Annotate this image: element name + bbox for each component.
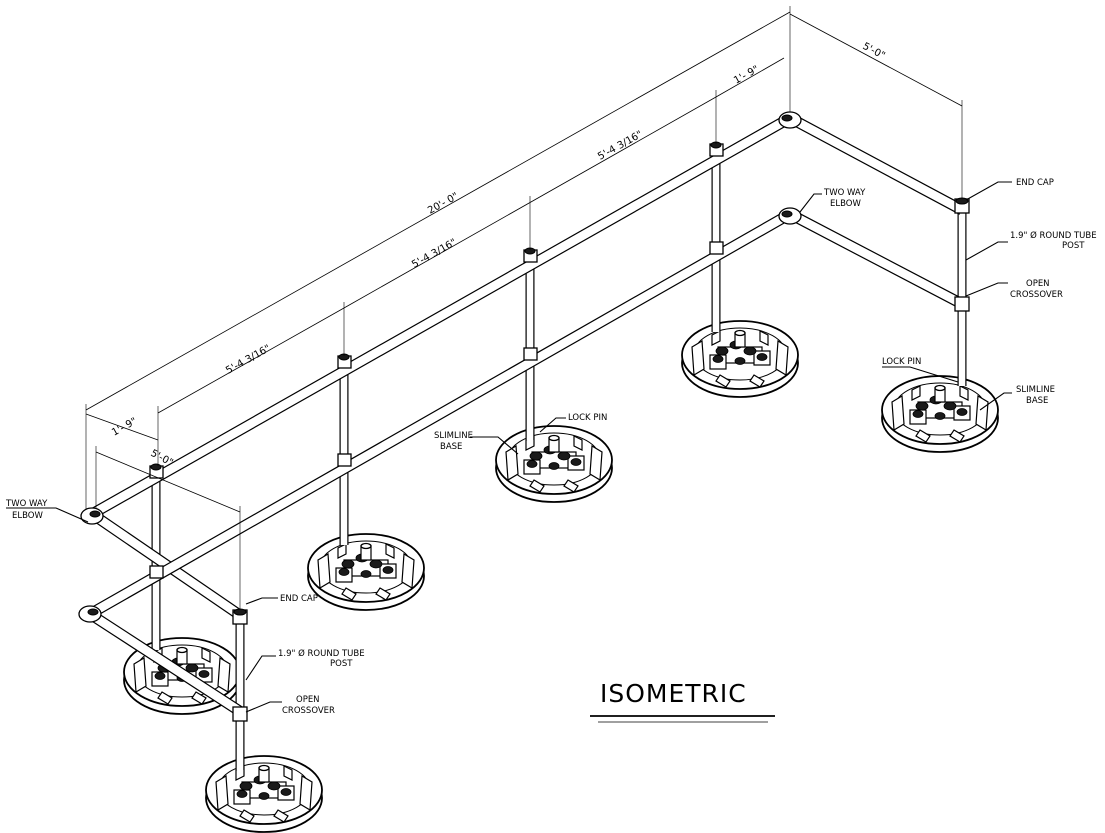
label-two-way-elbow-top-2: ELBOW xyxy=(830,199,861,209)
end-cap-right xyxy=(954,197,970,214)
dim-bay-3: 5'-4 3/16" xyxy=(596,129,644,163)
slimline-base-rail-end-left xyxy=(205,755,323,833)
leader-lines xyxy=(6,181,1012,713)
label-round-tube-post-right-2: POST xyxy=(1062,241,1085,251)
slimline-base-bay-1 xyxy=(307,533,425,611)
label-open-crossover-left-2: CROSSOVER xyxy=(282,706,335,716)
fitting-group xyxy=(78,111,970,722)
dim-bay-2: 5'-4 3/16" xyxy=(410,237,458,271)
dim-end-offset-top: 1'- 9" xyxy=(732,64,761,87)
slimline-base-return-right xyxy=(881,375,999,453)
two-way-elbow-mid-left xyxy=(78,605,102,623)
label-slimline-base-mid-1: SLIMLINE xyxy=(434,431,473,441)
slimline-base-bay-3 xyxy=(681,320,799,398)
label-open-crossover-right-1: OPEN xyxy=(1026,279,1050,289)
label-slimline-base-right-2: BASE xyxy=(1026,396,1048,406)
open-crossover-right xyxy=(954,296,970,312)
dimension-lines xyxy=(85,6,963,610)
end-cap-left xyxy=(232,608,248,625)
label-two-way-elbow-left-2: ELBOW xyxy=(12,511,43,521)
dim-end-offset-left: 1'- 9" xyxy=(110,416,139,439)
rail-group xyxy=(87,113,965,719)
dim-overall-length: 20'- 0" xyxy=(426,191,460,217)
post-top-fitting-bay-1 xyxy=(337,353,352,369)
label-open-crossover-left-1: OPEN xyxy=(296,695,320,705)
label-open-crossover-right-2: CROSSOVER xyxy=(1010,290,1063,300)
title-block: ISOMETRIC xyxy=(590,679,775,723)
label-slimline-base-right-1: SLIMLINE xyxy=(1016,385,1055,395)
dim-bay-1: 5'-4 3/16" xyxy=(224,343,272,377)
two-way-elbow-top-left xyxy=(80,507,104,525)
slimline-base-bay-2 xyxy=(495,425,613,503)
post-top-fitting-return-left xyxy=(149,463,164,479)
two-way-elbow-mid-right xyxy=(778,207,802,225)
two-way-elbow-top-right xyxy=(778,111,802,129)
post-top-fitting-bay-2 xyxy=(523,247,538,263)
post-top-fitting-bay-3 xyxy=(709,141,724,157)
label-lock-pin-mid: LOCK PIN xyxy=(568,413,607,423)
label-round-tube-post-left-2: POST xyxy=(330,659,353,669)
label-end-cap-right: END CAP xyxy=(1016,178,1054,188)
drawing-title: ISOMETRIC xyxy=(600,679,747,708)
label-two-way-elbow-top-1: TWO WAY xyxy=(823,188,866,198)
label-two-way-elbow-left-1: TWO WAY xyxy=(5,499,48,509)
open-crossover-left xyxy=(232,706,248,722)
label-end-cap-left: END CAP xyxy=(280,594,318,604)
label-round-tube-post-left-1: 1.9" Ø ROUND TUBE xyxy=(278,648,365,659)
label-round-tube-post-right-1: 1.9" Ø ROUND TUBE xyxy=(1010,230,1097,241)
label-lock-pin-right: LOCK PIN xyxy=(882,357,921,367)
label-slimline-base-mid-2: BASE xyxy=(440,442,462,452)
